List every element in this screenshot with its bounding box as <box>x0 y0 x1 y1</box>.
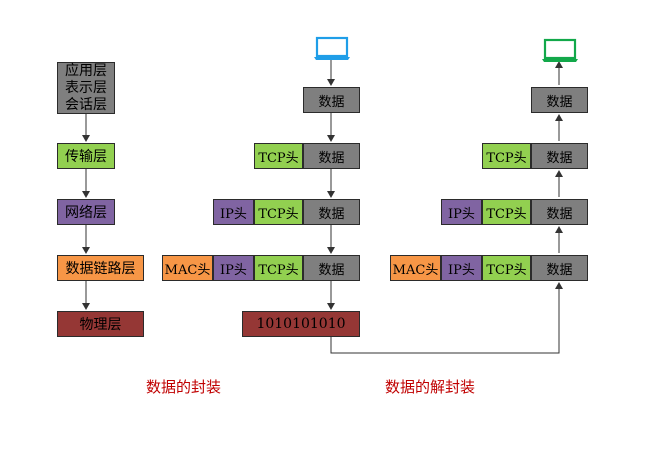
encap-ip-header-row4: IP头 <box>213 255 254 281</box>
encap-data-row3: 数据 <box>303 199 360 225</box>
layer-app-presentation-session: 应用层 表示层 会话层 <box>57 62 115 114</box>
layer-transport: 传输层 <box>57 143 115 169</box>
encap-tcp-header-row2: TCP头 <box>254 143 303 169</box>
sender-laptop-icon <box>314 36 350 60</box>
layer-network: 网络层 <box>57 199 115 225</box>
decap-tcp-header-row2: TCP头 <box>482 143 531 169</box>
decap-data-row1: 数据 <box>531 87 588 113</box>
receiver-laptop-icon <box>542 38 578 62</box>
decap-data-row2: 数据 <box>531 143 588 169</box>
caption-encapsulation: 数据的封装 <box>146 378 222 396</box>
decap-tcp-header-row3: TCP头 <box>482 199 531 225</box>
decap-data-row3: 数据 <box>531 199 588 225</box>
encap-tcp-header-row3: TCP头 <box>254 199 303 225</box>
layer-datalink: 数据链路层 <box>57 255 144 281</box>
encap-bitstream: 1010101010 <box>242 311 360 337</box>
caption-decapsulation: 数据的解封装 <box>385 378 476 396</box>
decap-mac-header-row4: MAC头 <box>390 255 441 281</box>
decap-ip-header-row3: IP头 <box>441 199 482 225</box>
encap-data-row4: 数据 <box>303 255 360 281</box>
decap-ip-header-row4: IP头 <box>441 255 482 281</box>
layer-app-label: 应用层 <box>65 62 107 79</box>
decap-data-row4: 数据 <box>531 255 588 281</box>
transmission-line <box>330 282 563 354</box>
encap-data-row1: 数据 <box>303 87 360 113</box>
encap-mac-header-row4: MAC头 <box>162 255 213 281</box>
encap-tcp-header-row4: TCP头 <box>254 255 303 281</box>
layer-presentation-label: 表示层 <box>65 79 107 96</box>
encap-ip-header-row3: IP头 <box>213 199 254 225</box>
encap-data-row2: 数据 <box>303 143 360 169</box>
decap-tcp-header-row4: TCP头 <box>482 255 531 281</box>
layer-physical: 物理层 <box>57 311 144 337</box>
layer-session-label: 会话层 <box>65 96 107 113</box>
